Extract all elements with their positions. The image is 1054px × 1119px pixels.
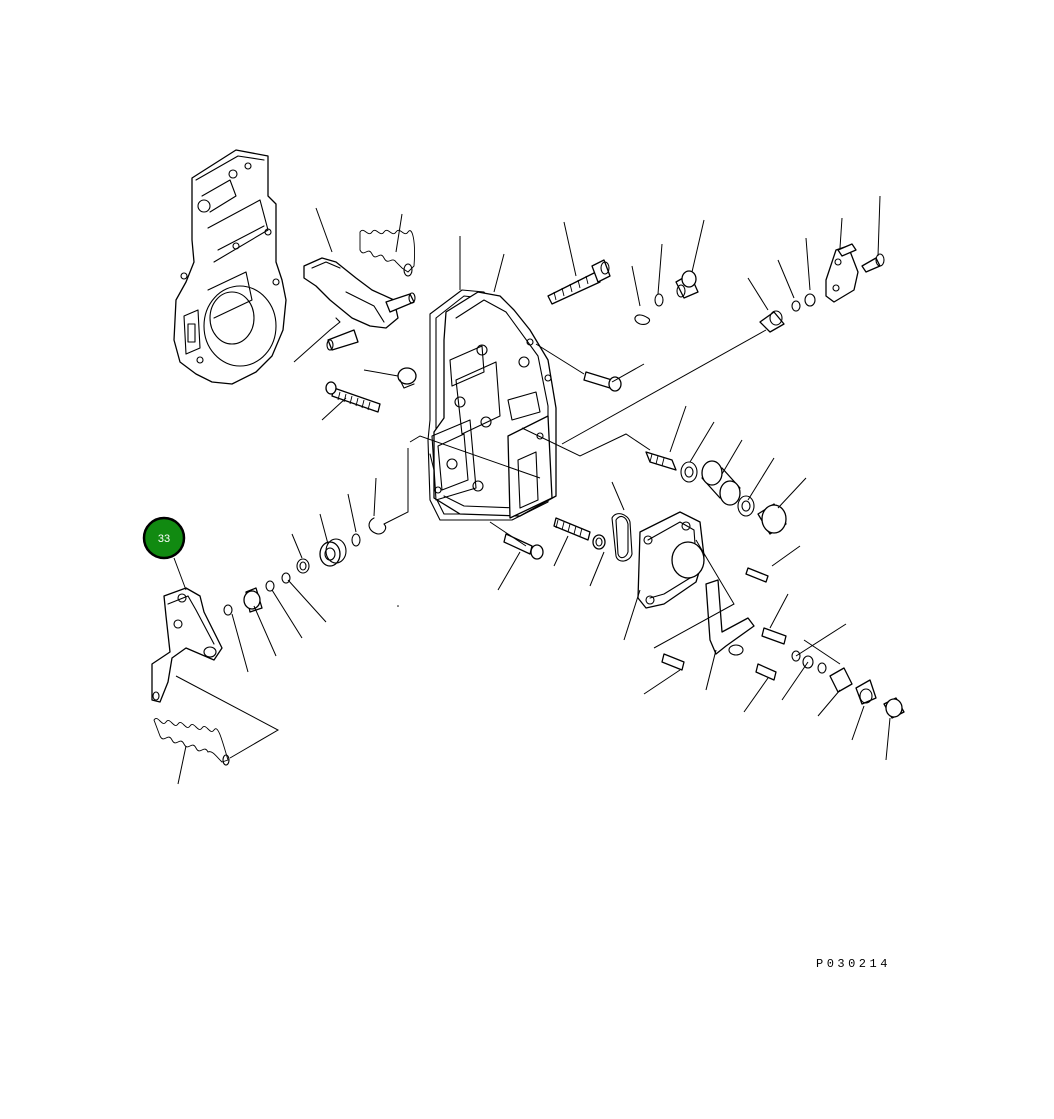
washer-row-right <box>791 650 827 674</box>
lever-bracket <box>151 587 223 703</box>
snap-ring <box>634 314 651 325</box>
spring-top <box>359 229 415 277</box>
bolt-cover-right <box>583 371 622 392</box>
washer-left <box>296 558 310 574</box>
plug-right <box>759 310 785 333</box>
leader-lines <box>173 195 891 785</box>
screw-bracket-left <box>661 653 685 671</box>
plug-left-of-cover <box>397 367 417 389</box>
sleeve-left <box>243 587 263 613</box>
side-cover <box>637 511 705 609</box>
long-bolt-left <box>325 381 381 413</box>
callout-33-label[interactable]: 33 <box>158 533 170 545</box>
washer-mid <box>680 461 698 483</box>
thread-marks <box>337 275 665 537</box>
nipple-right <box>829 667 853 693</box>
cap-mid <box>757 503 787 535</box>
washer-pair-top-right <box>791 293 816 312</box>
callout-33-circle[interactable] <box>142 516 186 560</box>
screw-top-right-1 <box>837 243 857 257</box>
governor-lever <box>303 257 416 351</box>
washers-left-lower <box>265 572 291 592</box>
stud-lower <box>553 517 591 541</box>
bracket-side <box>705 579 755 656</box>
long-bolt-top <box>547 259 611 305</box>
snap-ring-left <box>368 517 387 535</box>
bolt-bracket-2 <box>755 663 777 681</box>
governor-housing <box>173 149 287 385</box>
bolt-bracket-1 <box>761 627 787 645</box>
plug-top <box>675 270 699 299</box>
bushing-left <box>319 538 347 567</box>
small-washer-top <box>654 293 664 307</box>
small-washer-left <box>351 533 361 547</box>
diagram-reference-code: P030214 <box>816 957 891 971</box>
speck <box>397 605 399 607</box>
set-screw-mid <box>645 451 677 471</box>
sleeve-mid <box>701 460 741 506</box>
cap-right <box>883 697 905 719</box>
fitting-right <box>855 679 877 705</box>
nut-lower <box>592 534 606 550</box>
screw-top-right-2 <box>861 253 885 273</box>
bolt-side-cover <box>745 567 769 583</box>
bolt-lower <box>503 533 544 560</box>
main-cover <box>429 291 557 519</box>
callout-33[interactable]: 33 <box>142 516 186 560</box>
oring <box>611 513 633 562</box>
washer-mid-2 <box>737 495 755 517</box>
spring-bottom <box>153 718 230 766</box>
ring-left <box>223 604 233 616</box>
